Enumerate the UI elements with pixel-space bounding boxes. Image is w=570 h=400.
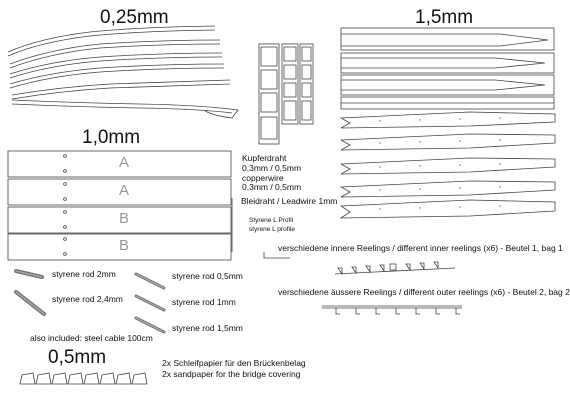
- rod-1mm-label: styrene rod 1mm: [172, 297, 236, 307]
- sandpaper-label-de: 2x Schleifpapier für den Brückenbelag: [162, 358, 306, 368]
- heading-15mm: 1,5mm: [415, 7, 474, 28]
- rod-15mm-label: styrene rod 1,5mm: [172, 323, 243, 333]
- panels-10: [7, 150, 232, 261]
- copper-wire-de-label: Kupferdraht: [242, 153, 287, 163]
- inner-reelings: [334, 261, 456, 276]
- panel-letter: B: [119, 237, 130, 254]
- panel-letter: A: [119, 182, 130, 199]
- curved-strips-025: [7, 25, 239, 119]
- l-profile-label-de: Styrene L Profil: [249, 217, 294, 224]
- copper-wire-size-2: 0,3mm / 0,5mm: [242, 182, 302, 192]
- also-included-label: also included: steel cable 100cm: [30, 333, 153, 343]
- panel-letter: A: [119, 154, 130, 171]
- hull-parts-15: [340, 27, 555, 110]
- l-profile-shape: [263, 252, 290, 259]
- rod-24mm-label: styrene rod 2,4mm: [52, 294, 123, 304]
- panel-letter: B: [119, 210, 130, 227]
- lead-wire-label: Bleidraht / Leadwire 1mm: [241, 196, 338, 206]
- outer-reelings: [322, 305, 462, 315]
- outer-reelings-label: verschiedene äussere Reelings / differen…: [278, 287, 570, 297]
- styrene-rods: [14, 269, 166, 334]
- inner-reelings-label: verschiedene innere Reelings / different…: [278, 243, 563, 253]
- heading-05mm: 0,5mm: [48, 347, 107, 368]
- sandpaper-label-en: 2x sandpaper for the bridge covering: [162, 369, 301, 379]
- heading-10mm: 1,0mm: [82, 127, 141, 148]
- small-parts-05: [19, 372, 148, 385]
- copper-wire-en-label: copperwire: [242, 173, 284, 183]
- rod-05mm-label: styrene rod 0,5mm: [172, 271, 243, 281]
- copper-wire-size-1: 0,3mm / 0,5mm: [242, 163, 302, 173]
- blade-parts-15: [339, 111, 556, 219]
- l-profile-label-en: styrene L profile: [249, 226, 296, 233]
- heading-025mm: 0,25mm: [100, 7, 169, 28]
- rod-2mm-label: styrene rod 2mm: [52, 269, 116, 279]
- small-frame-grid: [258, 43, 314, 145]
